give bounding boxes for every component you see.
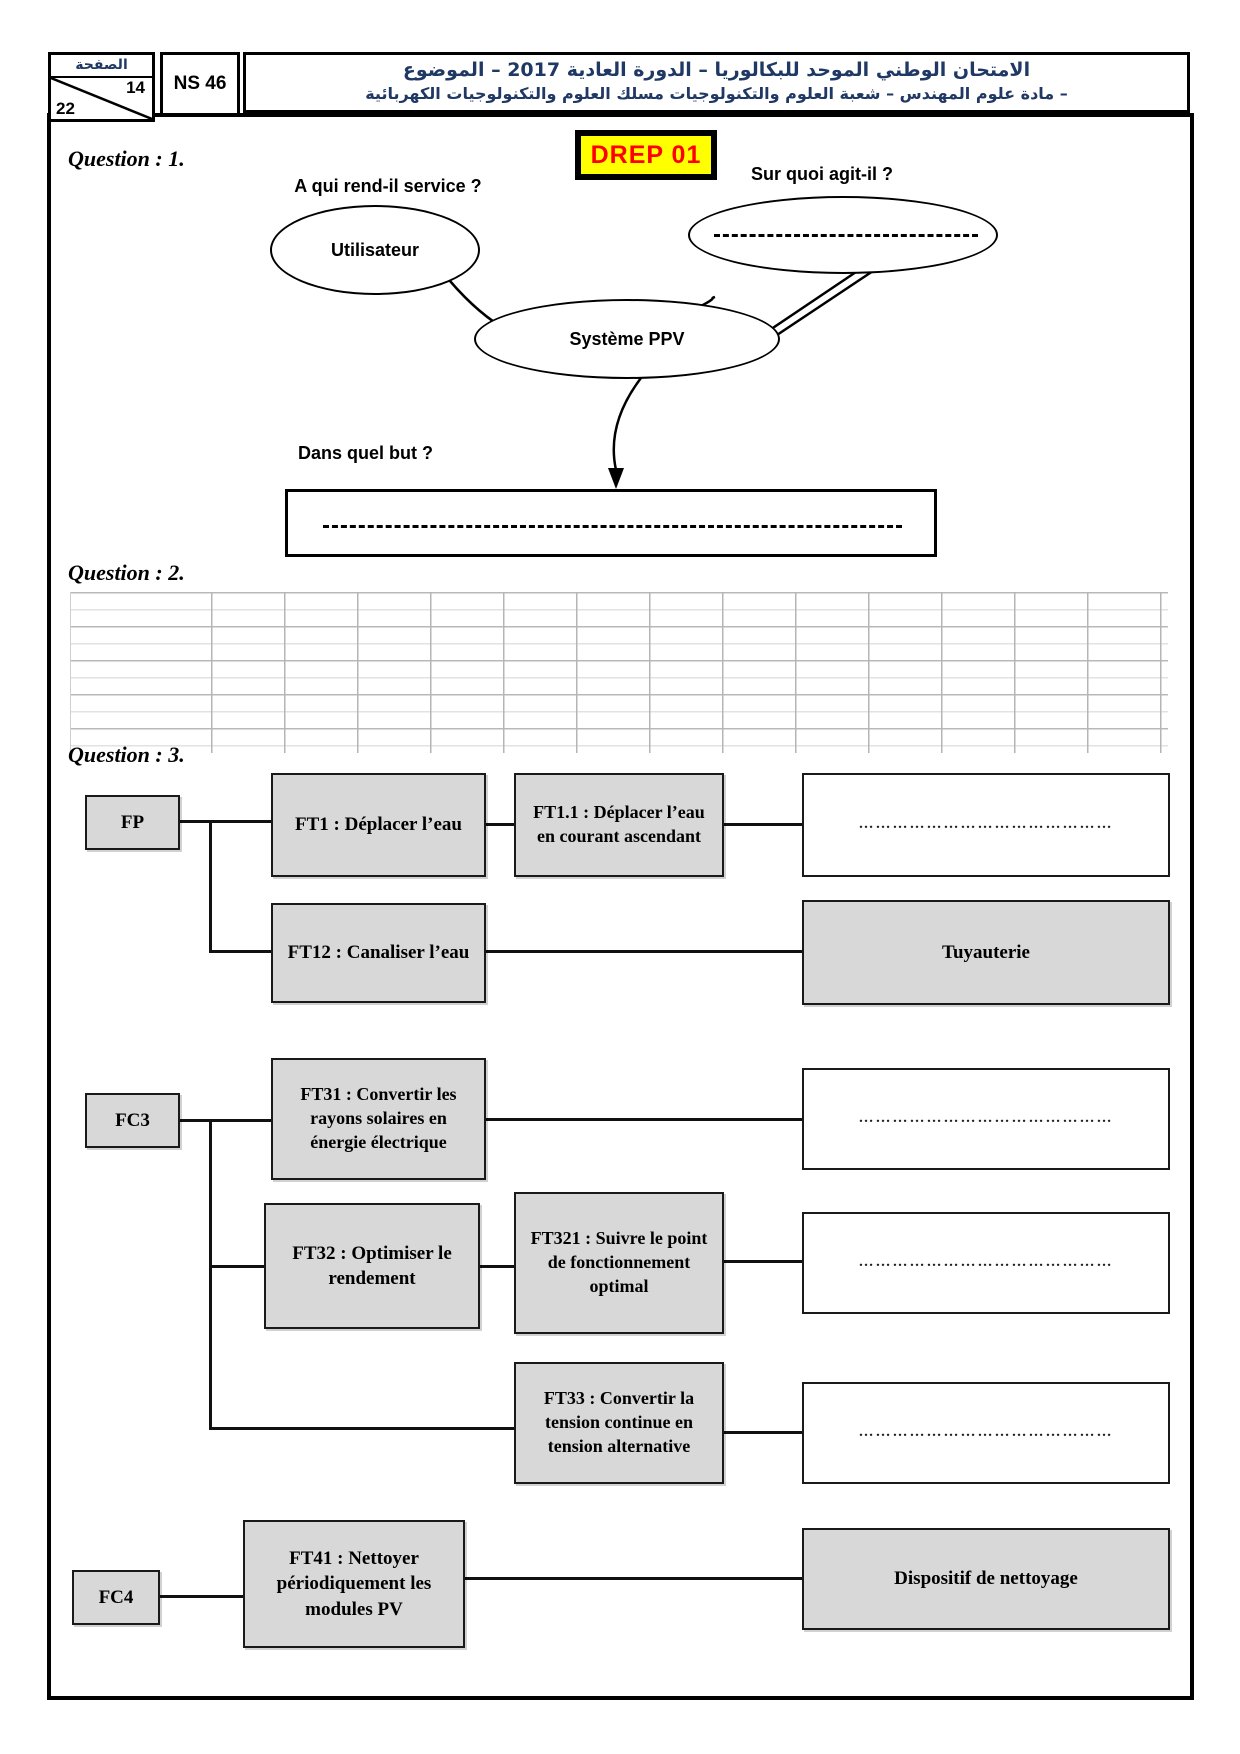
user-ellipse: Utilisateur (270, 205, 480, 295)
ft321-answer-blank: ……………………………………… (858, 1254, 1114, 1271)
tuyauterie-box: Tuyauterie (802, 900, 1170, 1005)
connector-fc3-drop (209, 1119, 212, 1429)
ft33-box: FT33 : Convertir la tension continue en … (514, 1362, 724, 1484)
connector-ft31-ans2 (486, 1118, 802, 1121)
answer-grid-columns (211, 592, 1168, 753)
ft11-answer-blank: ……………………………………… (858, 816, 1114, 833)
connector-fp-ft1 (180, 820, 271, 823)
ft31-answer-box: ……………………………………… (802, 1068, 1170, 1170)
purpose-answer-box (285, 489, 937, 557)
acted-on-ellipse (688, 196, 998, 274)
connector-ft33-in (209, 1427, 514, 1430)
what-question-label: Sur quoi agit-il ? (751, 164, 893, 184)
fp-box: FP (85, 795, 180, 850)
question3-label: Question : 3. (68, 742, 185, 767)
connector-fc4-ft41 (160, 1595, 243, 1598)
connector-ft12-in (209, 950, 271, 953)
acted-on-blank-line (714, 234, 978, 237)
connector-ft32-in (209, 1265, 264, 1268)
fc4-box: FC4 (72, 1570, 160, 1625)
ft11-box: FT1.1 : Déplacer l’eau en courant ascend… (514, 773, 724, 877)
connector-ft41-dispositif (465, 1577, 802, 1580)
ft33-answer-box: ……………………………………… (802, 1382, 1170, 1484)
drep-badge-text: DREP 01 (579, 134, 713, 176)
connector-fc3-ft31 (180, 1119, 271, 1122)
connector-ft33-ans4 (724, 1431, 802, 1434)
page-number-box: الصفحة 14 22 (48, 52, 155, 122)
drep-badge: DREP 01 (575, 130, 717, 180)
dispositif-box: Dispositif de nettoyage (802, 1528, 1170, 1630)
ft321-box: FT321 : Suivre le point de fonctionnemen… (514, 1192, 724, 1334)
question1-label: Question : 1. (68, 146, 185, 171)
connector-ft321-ans3 (724, 1260, 802, 1263)
connector-ft1-ft11 (486, 823, 514, 826)
answer-grid (70, 592, 1168, 753)
who-question-label: A qui rend-il service ? (294, 176, 482, 196)
page-total: 22 (56, 99, 75, 118)
page-current: 14 (126, 78, 145, 97)
system-ellipse-label: Système PPV (569, 328, 685, 349)
exam-title-line1: الامتحان الوطني الموحد للبكالوريا – الدو… (402, 59, 1031, 81)
purpose-question-label: Dans quel but ? (298, 443, 433, 463)
ft321-answer-box: ……………………………………… (802, 1212, 1170, 1314)
ft11-answer-box: ……………………………………… (802, 773, 1170, 877)
ns-code-box: NS 46 (160, 52, 240, 116)
connector-ft11-ans1 (724, 823, 802, 826)
ft12-box: FT12 : Canaliser l’eau (271, 903, 486, 1003)
purpose-blank-line (323, 525, 902, 528)
exam-title-box: الامتحان الوطني الموحد للبكالوريا – الدو… (243, 52, 1190, 113)
page-label: الصفحة (51, 55, 152, 78)
user-ellipse-label: Utilisateur (330, 239, 420, 260)
ft31-answer-blank: ……………………………………… (858, 1110, 1114, 1127)
ft31-box: FT31 : Convertir les rayons solaires en … (271, 1058, 486, 1180)
ft33-answer-blank: ……………………………………… (858, 1424, 1114, 1441)
connector-ft12-tuyauterie (486, 950, 802, 953)
system-ellipse: Système PPV (474, 299, 780, 379)
page-fraction-cell: 14 22 (51, 78, 152, 119)
ft41-box: FT41 : Nettoyer périodiquement les modul… (243, 1520, 465, 1648)
connector-ft32-ft321 (480, 1265, 514, 1268)
ft32-box: FT32 : Optimiser le rendement (264, 1203, 480, 1329)
ft1-box: FT1 : Déplacer l’eau (271, 773, 486, 877)
exam-title-line2: – مادة علوم المهندس – شعبة العلوم والتكن… (365, 84, 1068, 103)
fc3-box: FC3 (85, 1093, 180, 1148)
connector-fp-drop (209, 820, 212, 952)
question2-label: Question : 2. (68, 560, 185, 585)
